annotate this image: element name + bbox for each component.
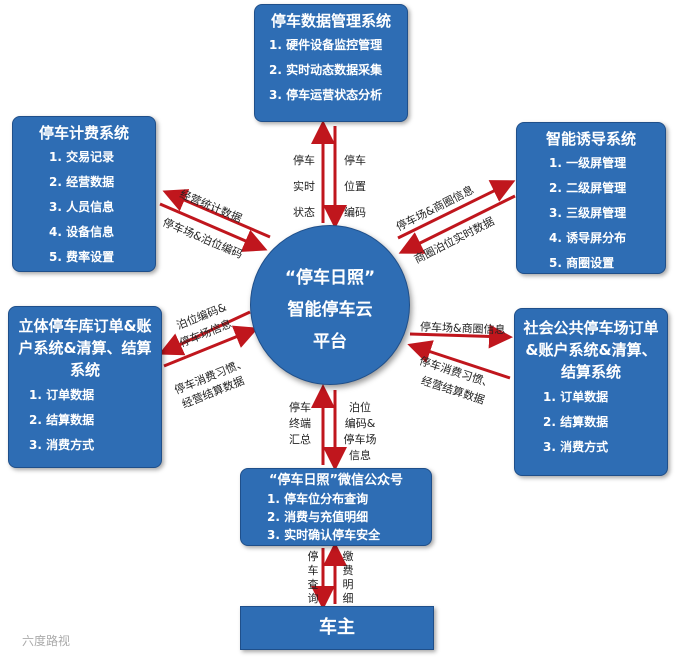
list-item: 3. 人员信息 xyxy=(49,200,115,214)
arrow-r-out xyxy=(409,324,513,349)
arrow-l-out xyxy=(158,310,251,356)
box-title: 智能诱导系统 xyxy=(545,130,636,148)
center-line-2: 智能停车云 xyxy=(287,300,373,320)
list-item: 1. 订单数据 xyxy=(543,390,609,404)
box-title: 停车计费系统 xyxy=(38,124,129,142)
label-line: 编码& xyxy=(344,417,376,430)
cloud-platform-circle: “停车日照” 智能停车云 平台 xyxy=(250,225,410,385)
list-item: 1. 一级屏管理 xyxy=(549,156,627,170)
list-item: 5. 商圈设置 xyxy=(549,256,615,270)
list-item: 2. 结算数据 xyxy=(29,413,95,427)
label-line: 停车场 xyxy=(343,433,377,446)
list-item: 3. 实时确认停车安全 xyxy=(267,528,381,542)
list-item: 1. 交易记录 xyxy=(49,150,115,164)
arrow-ul-in xyxy=(162,189,271,239)
arrow-r-in xyxy=(407,340,511,380)
box-title: “停车日照”微信公众号 xyxy=(268,473,404,488)
smart-guidance-box: 智能诱导系统 1. 一级屏管理 2. 二级屏管理 3. 三级屏管理 4. 诱导屏… xyxy=(516,122,666,274)
label-bottom-right: 泊位 编码& 停车场 信息 xyxy=(340,400,380,464)
label-line: 泊位 xyxy=(349,401,371,414)
label-line: 停车 xyxy=(293,154,315,167)
label-line: 停车 xyxy=(289,401,311,414)
list-item: 2. 二级屏管理 xyxy=(549,181,627,195)
label-owner-right: 缴费明细 xyxy=(342,550,354,605)
label-line: 信息 xyxy=(349,449,371,462)
list-item: 1. 硬件设备监控管理 xyxy=(269,38,383,52)
list-item: 5. 费率设置 xyxy=(49,250,115,264)
list-item: 1. 停车位分布查询 xyxy=(267,492,369,506)
label-line: 编码 xyxy=(344,206,366,219)
label-line: 状态 xyxy=(293,206,315,219)
arrow-ur-in xyxy=(398,194,516,254)
label-r-1: 停车场&商圈信息 xyxy=(419,320,506,337)
list-item: 3. 停车运营状态分析 xyxy=(269,88,383,102)
label-line: 位置 xyxy=(344,180,366,193)
label-bottom-left: 停车 终端 汇总 xyxy=(284,400,316,448)
label-top-left: 停车 实时 状态 xyxy=(290,148,318,226)
list-item: 2. 消费与充值明细 xyxy=(267,510,369,524)
label-line: 停车 xyxy=(344,154,366,167)
watermark: 六度路视 xyxy=(22,634,71,648)
arrow-ul-out xyxy=(159,202,268,252)
public-parking-order-account-box: 社会公共停车场订单&账户系统&清算、结算系统 1. 订单数据 2. 结算数据 3… xyxy=(514,308,668,476)
wechat-account-box: “停车日照”微信公众号 1. 停车位分布查询 2. 消费与充值明细 3. 实时确… xyxy=(240,468,432,546)
list-item: 1. 订单数据 xyxy=(29,388,95,402)
list-item: 3. 三级屏管理 xyxy=(549,206,627,220)
arrow-ur-out xyxy=(397,180,516,240)
list-item: 4. 诱导屏分布 xyxy=(549,231,627,245)
box-title: 立体停车库订单&账户系统&清算、结算系统 xyxy=(18,317,152,379)
label-owner-left: 停车查询 xyxy=(307,550,319,605)
parking-data-management-box: 停车数据管理系统 1. 硬件设备监控管理 2. 实时动态数据采集 3. 停车运营… xyxy=(254,4,408,122)
label-line: 实时 xyxy=(293,180,315,193)
car-owner-box: 车主 xyxy=(240,606,434,650)
list-item: 4. 设备信息 xyxy=(49,225,115,239)
parking-billing-box: 停车计费系统 1. 交易记录 2. 经营数据 3. 人员信息 4. 设备信息 5… xyxy=(12,116,156,272)
center-line-1: “停车日照” xyxy=(284,268,376,288)
list-item: 3. 消费方式 xyxy=(29,438,95,452)
arrow-l-in xyxy=(163,325,259,368)
box-title: 停车数据管理系统 xyxy=(270,12,391,30)
label-line: 汇总 xyxy=(289,433,311,446)
list-item: 3. 消费方式 xyxy=(543,440,609,454)
list-item: 2. 经营数据 xyxy=(49,175,115,189)
list-item: 2. 结算数据 xyxy=(543,415,609,429)
center-line-3: 平台 xyxy=(313,332,347,352)
box-title: 社会公共停车场订单&账户系统&清算、结算系统 xyxy=(523,319,659,381)
list-item: 2. 实时动态数据采集 xyxy=(269,63,383,77)
garage-order-account-box: 立体停车库订单&账户系统&清算、结算系统 1. 订单数据 2. 结算数据 3. … xyxy=(8,306,162,468)
label-line: 终端 xyxy=(289,417,311,430)
label-top-right: 停车 位置 编码 xyxy=(341,148,369,226)
